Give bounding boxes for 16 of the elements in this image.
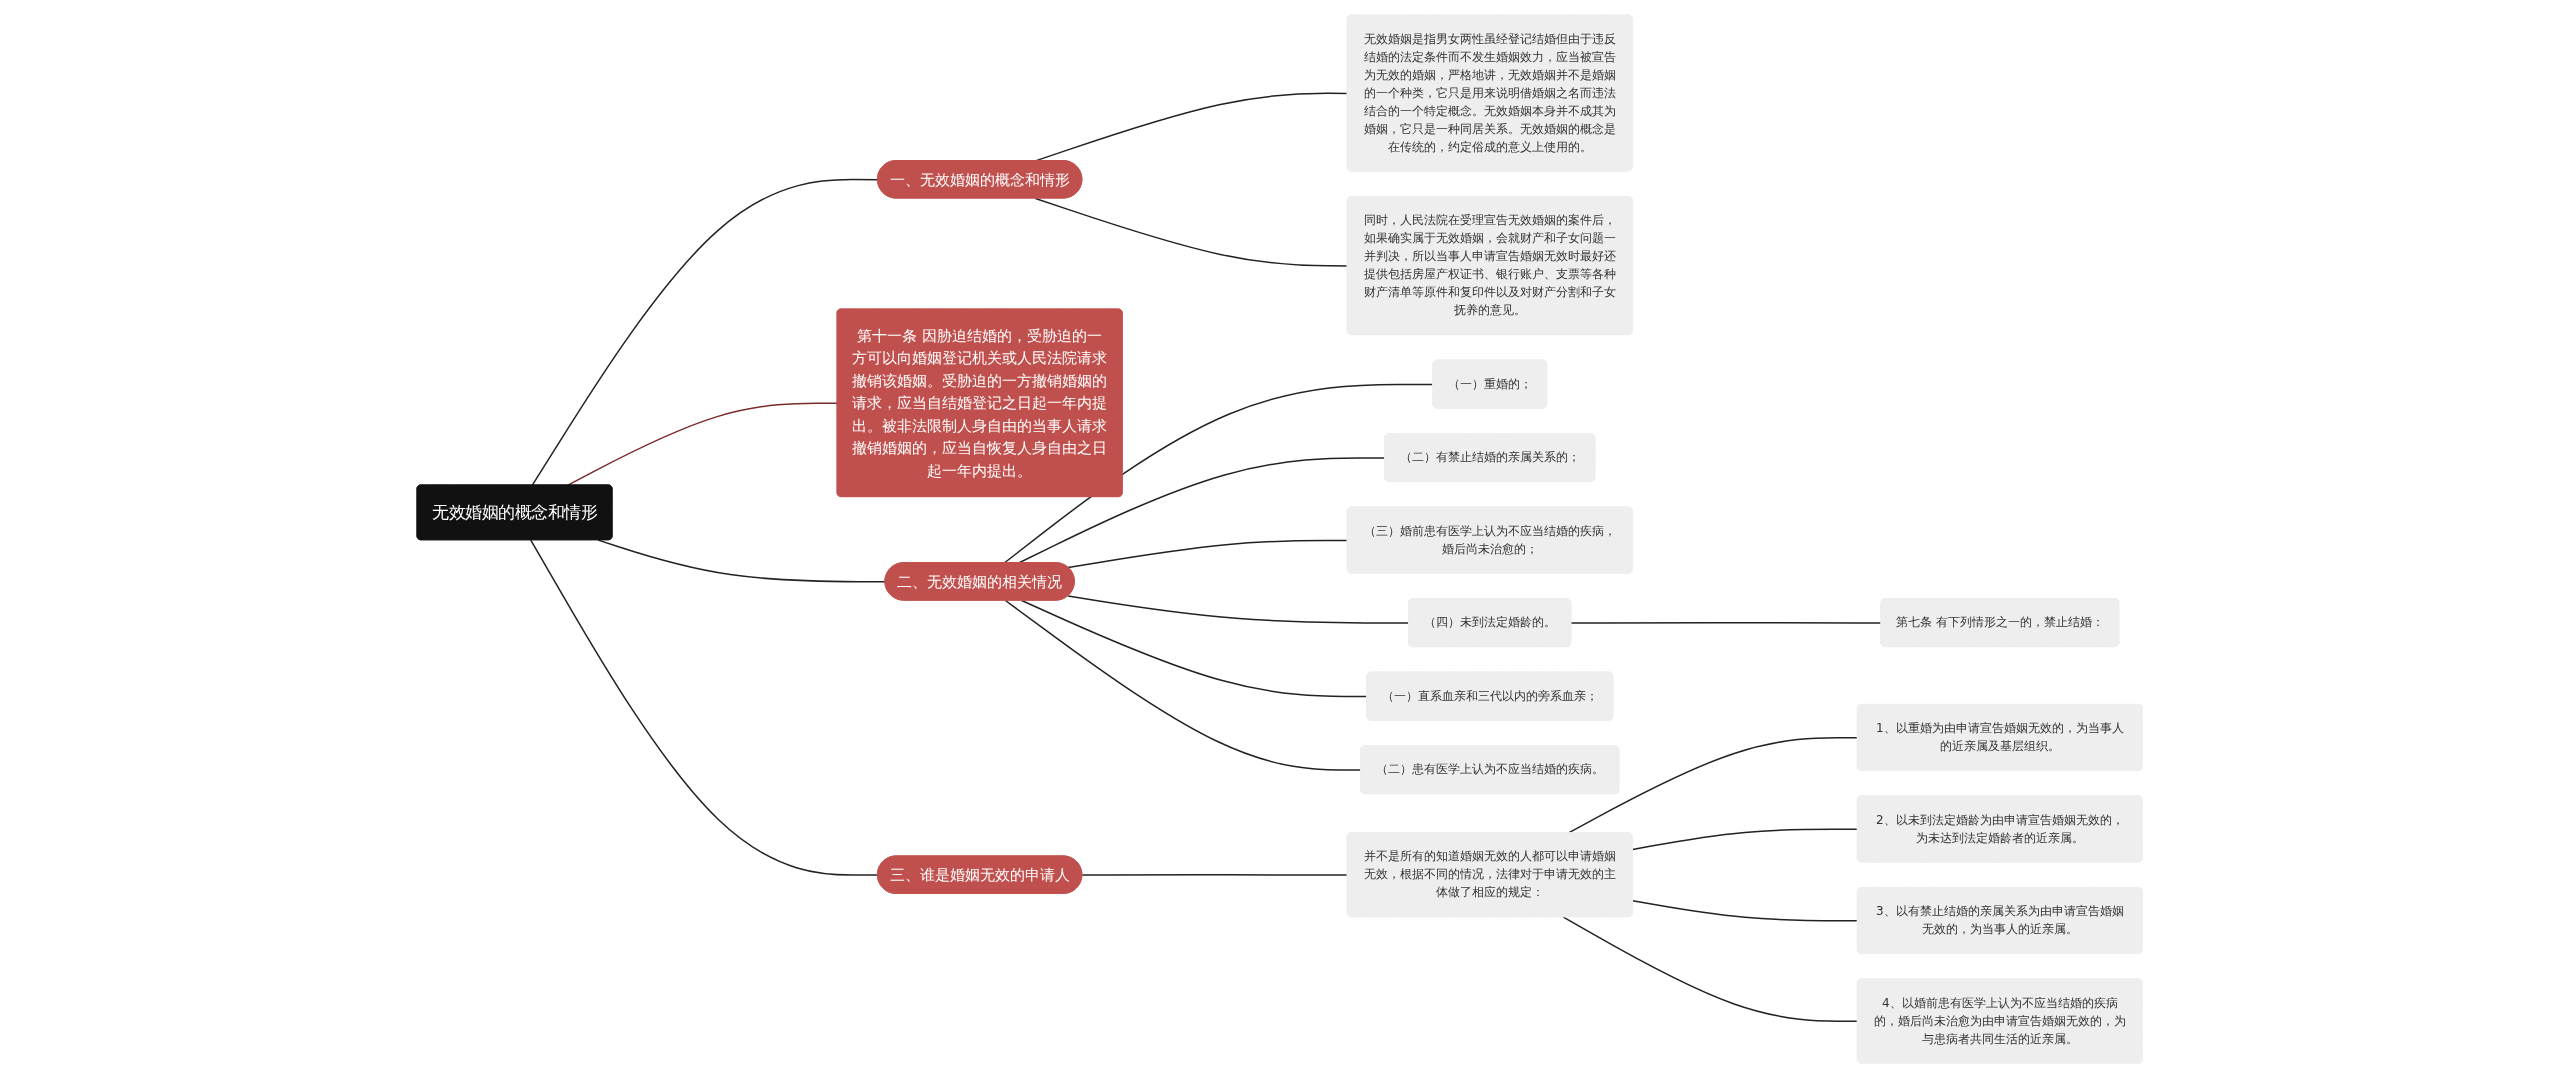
connector [597, 538, 887, 582]
connector [1021, 599, 1369, 697]
connector [1035, 197, 1349, 267]
connector [530, 538, 879, 876]
connector [1567, 736, 1859, 834]
connector [1562, 915, 1859, 1022]
connector [1632, 827, 1859, 850]
connector [1067, 594, 1411, 624]
connector [1003, 383, 1435, 564]
connector [1570, 621, 1883, 624]
connector [1018, 456, 1387, 564]
connector [1632, 899, 1859, 922]
connector [1067, 539, 1349, 568]
connector [531, 178, 879, 486]
connector [1081, 873, 1349, 876]
connector [1004, 599, 1363, 771]
